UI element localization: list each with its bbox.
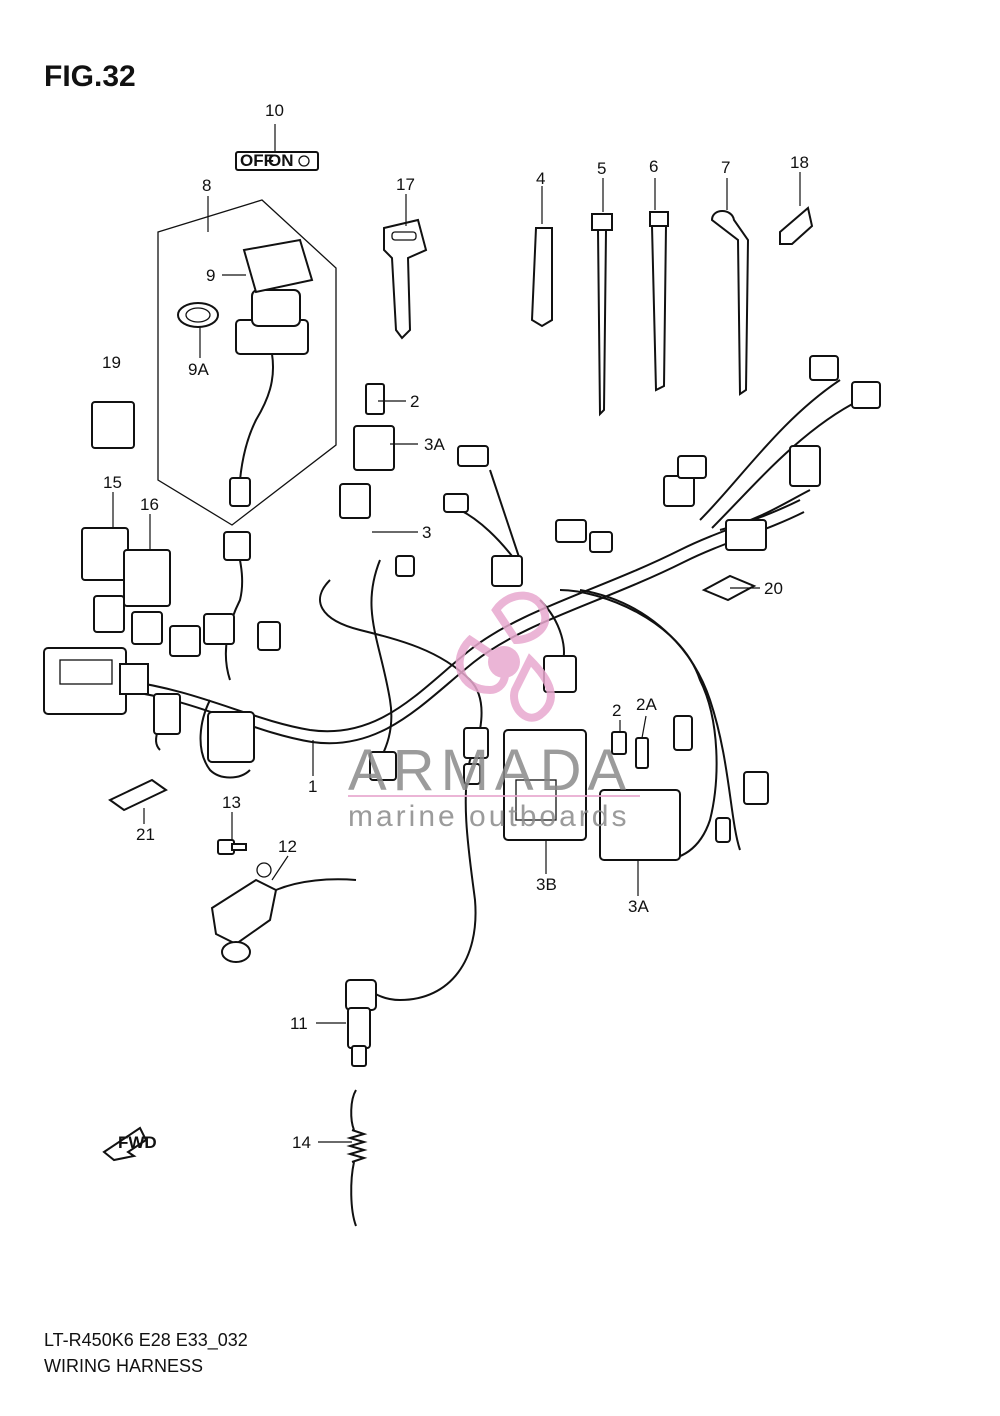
callout-20: 20 bbox=[764, 579, 783, 598]
callout-18: 18 bbox=[790, 153, 809, 172]
callout-3a-bottom: 3A bbox=[628, 897, 649, 916]
callout-14: 14 bbox=[292, 1133, 311, 1152]
fwd-arrow-icon: FWD bbox=[102, 1126, 157, 1162]
relays-15-16 bbox=[81, 527, 171, 607]
callout-2-top: 2 bbox=[410, 392, 419, 411]
switch-decal: OFF ON bbox=[235, 151, 319, 171]
callout-3: 3 bbox=[422, 523, 431, 542]
relay-19 bbox=[91, 401, 135, 449]
pad-21 bbox=[108, 778, 168, 812]
callout-5: 5 bbox=[597, 159, 606, 178]
spring bbox=[346, 1089, 368, 1227]
callout-15: 15 bbox=[103, 473, 122, 492]
callouts: 10 8 9 9A 17 4 5 6 7 18 19 2 3A 3 15 16 … bbox=[102, 101, 809, 1152]
watermark-tagline: marine outboards bbox=[348, 800, 629, 833]
fwd-label: FWD bbox=[118, 1133, 157, 1152]
callout-1: 1 bbox=[308, 777, 317, 796]
callout-3b: 3B bbox=[536, 875, 557, 894]
ecm-connector bbox=[43, 647, 149, 715]
armada-logo-icon bbox=[455, 591, 555, 722]
callout-17: 17 bbox=[396, 175, 415, 194]
callout-6: 6 bbox=[649, 157, 658, 176]
watermark-brand: ARMADA bbox=[348, 738, 632, 803]
callout-8: 8 bbox=[202, 176, 211, 195]
callout-12: 12 bbox=[278, 837, 297, 856]
callout-19: 19 bbox=[102, 353, 121, 372]
watermark: ARMADA marine outboards bbox=[348, 591, 640, 833]
ignition-key bbox=[383, 218, 428, 340]
callout-11: 11 bbox=[290, 1014, 308, 1033]
pad-20 bbox=[701, 574, 757, 602]
callout-3a-top: 3A bbox=[424, 435, 445, 454]
harness-connectors bbox=[93, 355, 881, 843]
figure-name: WIRING HARNESS bbox=[44, 1356, 204, 1376]
callout-9a: 9A bbox=[188, 360, 209, 379]
decal-on-label: ON bbox=[268, 151, 294, 170]
bolt-and-sensor bbox=[210, 839, 357, 963]
model-code: LT-R450K6 E28 E33_032 bbox=[44, 1330, 248, 1350]
callout-2a: 2A bbox=[636, 695, 657, 714]
decal-off-label: OFF bbox=[240, 151, 274, 170]
callout-2-bottom: 2 bbox=[612, 701, 621, 720]
ignition-switch-assembly bbox=[157, 199, 337, 526]
cable-clamps bbox=[530, 206, 814, 417]
callout-7: 7 bbox=[721, 158, 730, 177]
callout-13: 13 bbox=[222, 793, 241, 812]
callout-4: 4 bbox=[536, 169, 545, 188]
callout-16: 16 bbox=[140, 495, 159, 514]
figure-title: FIG.32 bbox=[44, 60, 136, 93]
speed-sensor bbox=[345, 979, 377, 1067]
callout-21: 21 bbox=[136, 825, 155, 844]
callout-10: 10 bbox=[265, 101, 284, 120]
callout-9: 9 bbox=[206, 266, 215, 285]
fuse-items bbox=[339, 383, 681, 861]
starter-relay bbox=[503, 729, 587, 841]
